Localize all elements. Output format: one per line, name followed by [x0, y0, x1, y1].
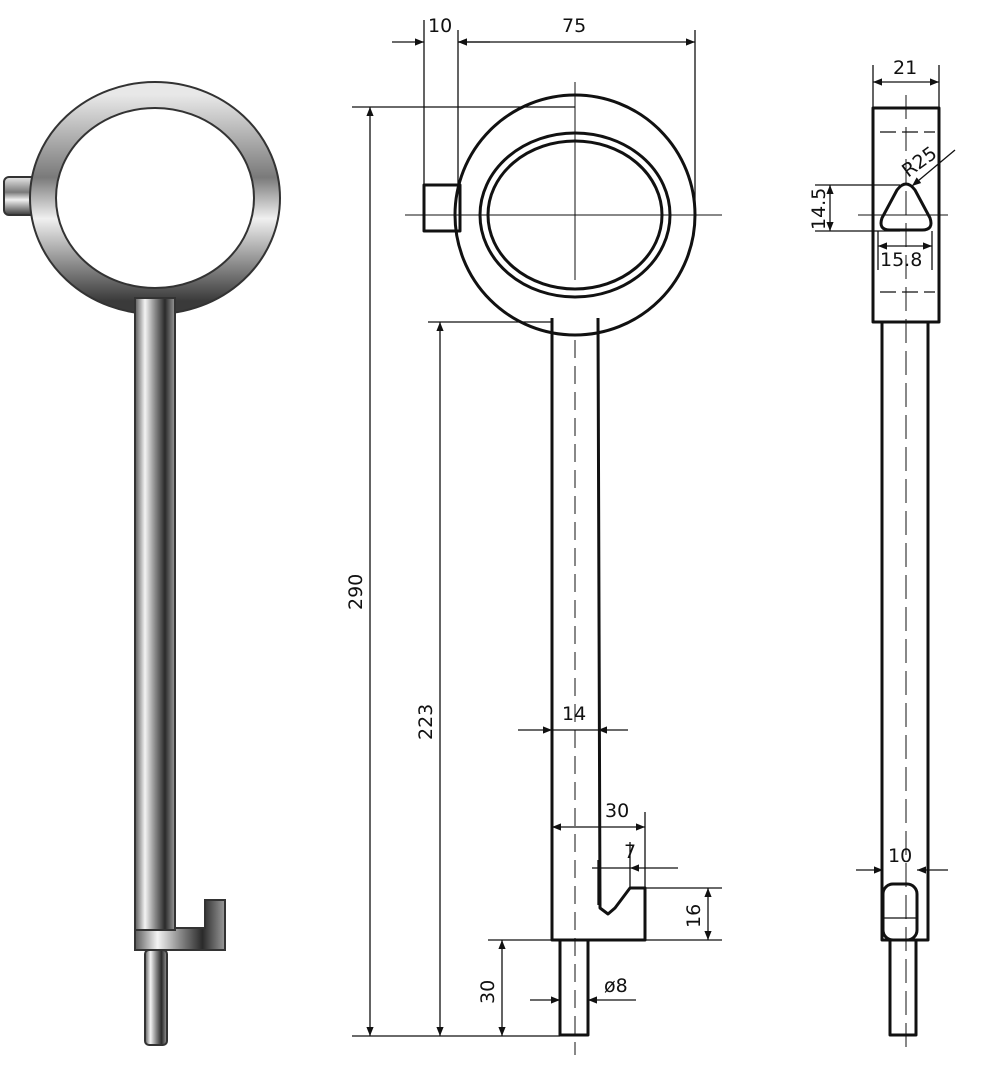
- front-lug: [422, 183, 462, 233]
- dim-lug-width: 10: [428, 15, 452, 37]
- dim-bit-notch: 7: [624, 841, 636, 863]
- dim-triangle-width: 15.8: [880, 249, 922, 271]
- side-dimensions: 21 14.5 R25 15.8 10: [808, 57, 956, 874]
- key-shaft: [134, 297, 176, 947]
- key-ring: [30, 82, 280, 314]
- key-pin: [144, 949, 168, 1046]
- front-pin: [558, 938, 590, 1037]
- side-pin: [888, 938, 918, 1037]
- side-view: [858, 95, 948, 1055]
- dim-total-length: 290: [345, 574, 367, 610]
- front-view: [405, 82, 722, 1055]
- dim-triangle-radius: R25: [898, 142, 941, 182]
- dim-ring-width: 75: [562, 15, 586, 37]
- dim-triangle-height: 14.5: [808, 188, 830, 230]
- dim-side-bit-width: 10: [888, 845, 912, 867]
- front-dimensions: 10 75 290 223 14 30 7 16: [345, 15, 722, 1037]
- dim-bit-width: 30: [605, 800, 629, 822]
- key-illustration: [3, 81, 281, 1046]
- dim-pin-diameter: ø8: [604, 975, 628, 997]
- dim-bit-height: 16: [683, 904, 705, 928]
- side-triangle: [879, 182, 933, 232]
- dim-shaft-length: 223: [415, 704, 437, 740]
- dim-shaft-width: 14: [562, 703, 586, 725]
- dim-side-width: 21: [893, 57, 917, 79]
- dim-pin-length: 30: [477, 980, 499, 1004]
